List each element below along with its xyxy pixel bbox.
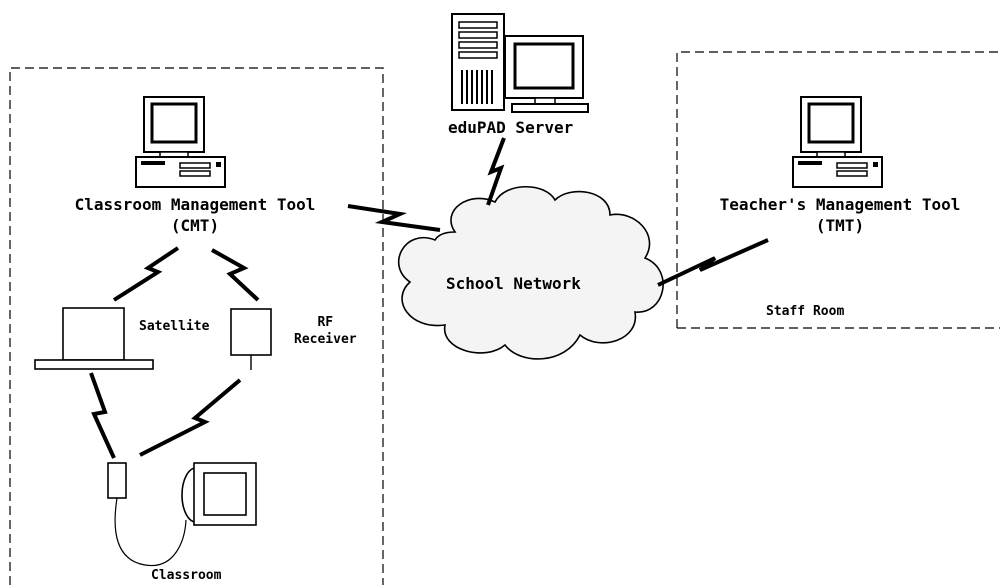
- tmt-label-line1: Teacher's Management Tool: [719, 195, 961, 214]
- satellite-dish-icon: [34, 307, 154, 370]
- cmt-label-line1: Classroom Management Tool: [74, 195, 316, 214]
- wireless-link-cmt-rf: [211, 248, 260, 302]
- classroom-label: Classroom: [151, 568, 222, 583]
- wireless-link-rf-handheld: [139, 378, 242, 457]
- staff-room-label: Staff Room: [766, 304, 845, 319]
- network-label: School Network: [446, 274, 581, 293]
- wireless-link-satellite-handheld: [89, 372, 116, 459]
- staff-room-zone-boundary: [676, 51, 1000, 328]
- rf-receiver-label-line1: RF: [317, 315, 334, 330]
- wireless-link-network-tmt: [657, 238, 769, 287]
- school-network-cloud: [398, 185, 664, 360]
- wireless-link-cmt-network: [347, 204, 441, 232]
- wireless-link-cmt-satellite: [112, 246, 180, 302]
- cmt-computer-icon: [135, 96, 226, 188]
- wireless-link-server-network: [486, 137, 506, 206]
- satellite-label: Satellite: [139, 319, 210, 334]
- rf-receiver-icon: [230, 308, 272, 370]
- rf-receiver-label-line2: Receiver: [294, 332, 357, 347]
- server-label: eduPAD Server: [448, 118, 574, 137]
- server-workstation-icon: [451, 13, 589, 113]
- rf-receiver-label: RF Receiver: [294, 314, 357, 348]
- handheld-device-icon: [107, 462, 187, 567]
- cmt-label-line2: (CMT): [170, 216, 220, 235]
- tablet-pad-icon: [181, 462, 257, 526]
- tmt-computer-icon: [792, 96, 883, 188]
- tmt-label: Teacher's Management Tool (TMT): [690, 194, 990, 236]
- classroom-zone-boundary: [9, 67, 384, 585]
- tmt-label-line2: (TMT): [815, 216, 865, 235]
- cmt-label: Classroom Management Tool (CMT): [30, 194, 360, 236]
